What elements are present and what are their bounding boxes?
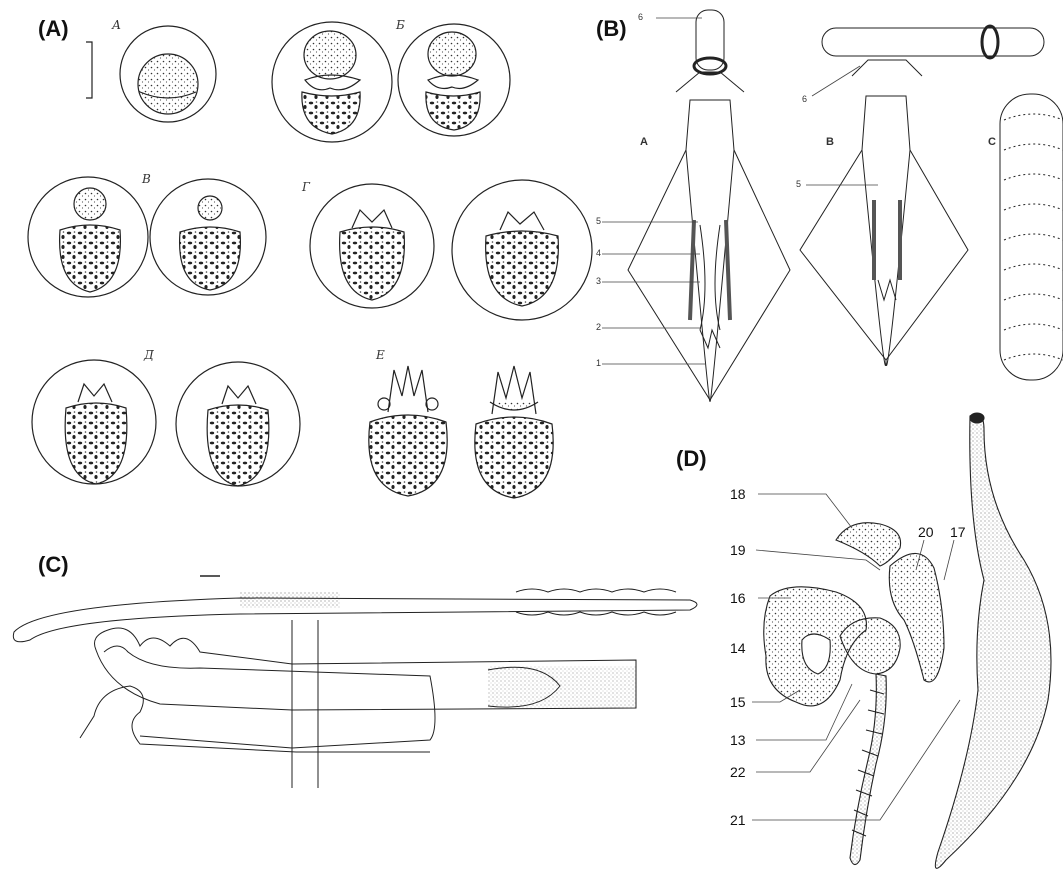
organ-label-15: 15 (730, 694, 746, 710)
squid-a-label-5: 5 (596, 216, 601, 226)
stage-label-1: А (112, 18, 121, 32)
organ-label-14: 14 (730, 640, 746, 656)
panel-d-organs (752, 413, 1051, 868)
panel-a-embryos (28, 22, 592, 498)
spermatophore-c (1000, 94, 1063, 380)
hatchling-e2 (475, 366, 553, 498)
organ-label-18: 18 (730, 486, 746, 502)
organ-label-13: 13 (730, 732, 746, 748)
panel-label-b: (B) (596, 16, 627, 42)
panel-label-a: (A) (38, 16, 69, 42)
squid-a-label-3: 3 (596, 276, 601, 286)
hatchling-e1 (369, 366, 447, 496)
squid-a-label-1: 1 (596, 358, 601, 368)
stage-label-5: Д (144, 348, 154, 362)
organ-label-20: 20 (918, 524, 934, 540)
organ-label-21: 21 (730, 812, 746, 828)
panel-label-c: (C) (38, 552, 69, 578)
squid-a-label-4: 4 (596, 248, 601, 258)
panel-b-sub-a: A (640, 136, 648, 148)
organ-label-16: 16 (730, 590, 746, 606)
stage-label-2: Б (396, 18, 405, 32)
squid-a-label-6: 6 (638, 12, 643, 22)
organ-13 (840, 618, 900, 674)
stage-label-3: В (142, 172, 151, 186)
panel-c-spermatophores (13, 576, 697, 788)
stage-label-4: Г (302, 180, 310, 194)
organ-label-22: 22 (730, 764, 746, 780)
organ-label-19: 19 (730, 542, 746, 558)
panel-b-sub-b: B (826, 136, 834, 148)
organ-22-21 (850, 674, 886, 865)
squid-a-label-2: 2 (596, 322, 601, 332)
spermatophore-detail (80, 620, 636, 788)
organ-label-17: 17 (950, 524, 966, 540)
stage-label-6: Е (376, 348, 385, 362)
squid-b-label-6: 6 (802, 94, 807, 104)
organ-large-sac (935, 413, 1051, 868)
squid-b-label-5: 5 (796, 179, 801, 189)
panel-b-squid (602, 10, 1063, 401)
panel-b-sub-c: C (988, 136, 996, 148)
squid-a (628, 10, 790, 401)
panel-label-d: (D) (676, 446, 707, 472)
scale-bar-a (86, 42, 92, 98)
